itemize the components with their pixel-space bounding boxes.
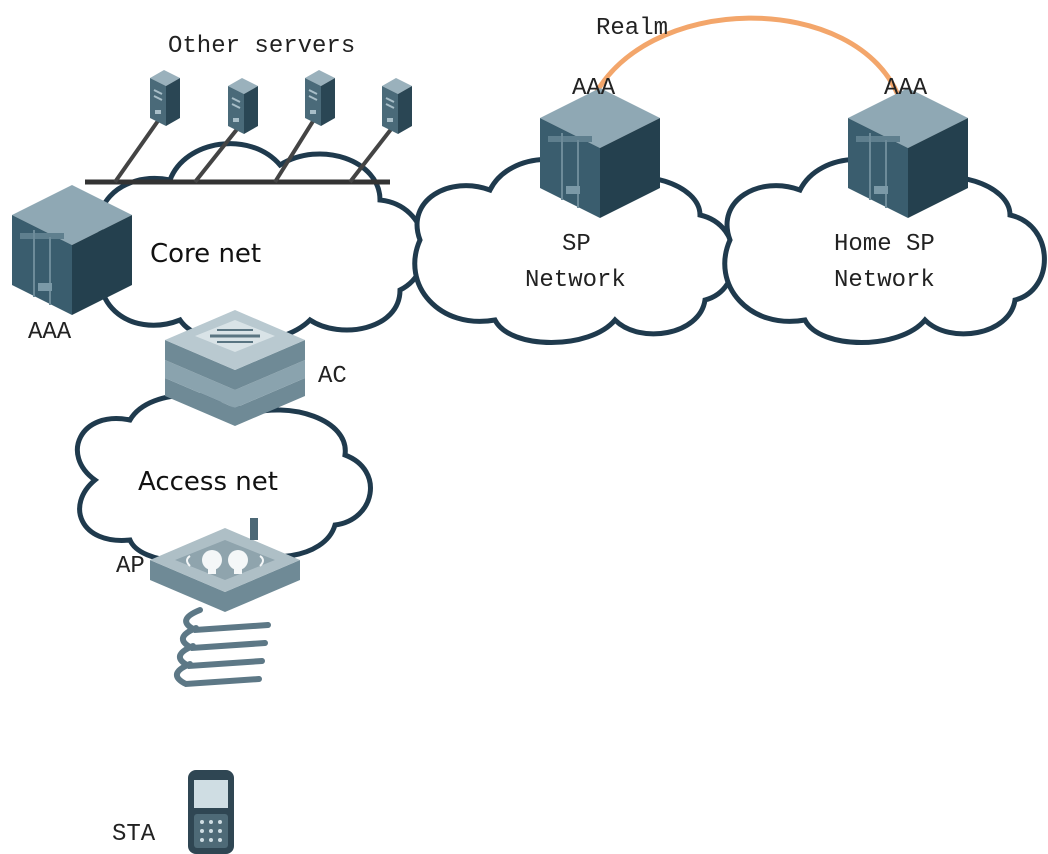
realm-arc — [587, 15, 903, 107]
aaa-home-label: AAA — [884, 75, 928, 102]
aaa-local-label: AAA — [28, 319, 72, 346]
ap-label: AP — [116, 553, 145, 580]
home-sp-network-cloud — [722, 156, 1047, 345]
access-net-cloud — [74, 392, 373, 564]
core-net-cloud — [97, 141, 428, 345]
sp-network-label-line1: SP — [562, 231, 591, 258]
aaa-visited-label: AAA — [572, 75, 616, 102]
tower-server-icon — [227, 77, 259, 135]
ac-label: AC — [318, 363, 347, 390]
access-net-label: Access net — [138, 467, 278, 497]
home-sp-network-label-line1: Home SP — [834, 231, 935, 258]
tower-server-icon — [304, 69, 336, 127]
wireless-signal-icon — [174, 607, 271, 688]
access-point-icon — [150, 518, 300, 612]
sta-label: STA — [112, 821, 156, 848]
home-sp-network-label-line2: Network — [834, 267, 935, 294]
realm-label: Realm — [596, 15, 668, 42]
access-controller-icon — [165, 310, 305, 426]
mobile-phone-icon — [188, 770, 234, 854]
server-link-4 — [348, 126, 394, 184]
tower-server-icon — [381, 77, 413, 135]
core-net-label: Core net — [150, 239, 261, 269]
sp-network-label-line2: Network — [525, 267, 626, 294]
other-servers-label: Other servers — [168, 33, 355, 60]
server-link-2 — [193, 126, 240, 184]
tower-server-icon — [149, 69, 181, 127]
server-link-1 — [113, 116, 162, 184]
server-link-3 — [273, 116, 317, 184]
